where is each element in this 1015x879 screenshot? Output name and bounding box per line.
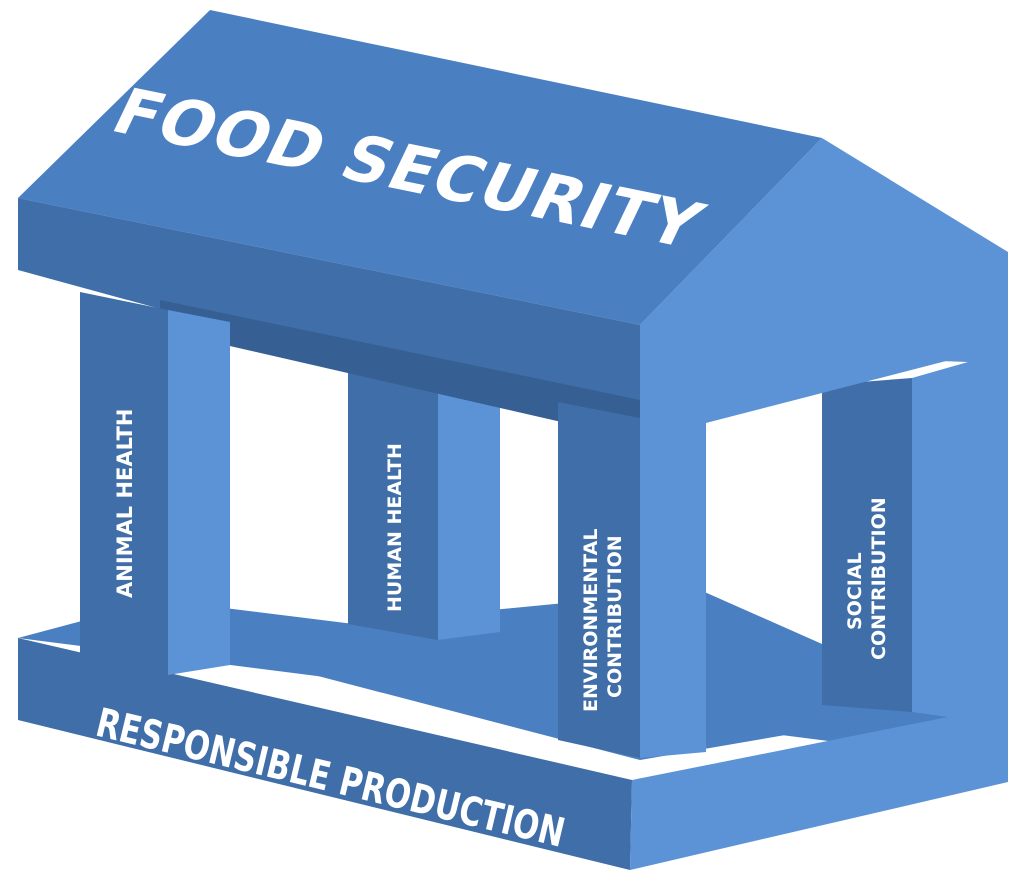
pillar-label-environmental-contribution: CONTRIBUTION xyxy=(604,535,626,698)
base-right-face xyxy=(630,705,1008,870)
pillar-label-environmental: ENVIRONMENTAL xyxy=(580,529,602,712)
front-right-pillar-front xyxy=(558,402,640,758)
pillar-label-animal-health: ANIMAL HEALTH xyxy=(113,409,137,598)
base-front-face xyxy=(18,638,632,870)
pillar-label-social-contribution: CONTRIBUTION xyxy=(868,497,890,660)
right-gable-pillar-side xyxy=(912,340,1008,720)
front-left-pillar-front xyxy=(80,292,168,675)
roof-underside-shadow xyxy=(160,300,640,440)
pillar-label-human-health: HUMAN HEALTH xyxy=(384,443,406,612)
back-right-pillar-front xyxy=(822,378,912,712)
roof-right-band xyxy=(640,252,1008,440)
back-middle-pillar-side xyxy=(438,368,500,640)
back-middle-pillar-front xyxy=(348,352,438,640)
roof-top-surface xyxy=(18,10,822,325)
front-right-pillar-side xyxy=(640,408,706,758)
back-right-pillar-side xyxy=(912,362,968,720)
front-left-pillar-side xyxy=(168,310,230,675)
pillar-label-social: SOCIAL xyxy=(844,552,866,630)
